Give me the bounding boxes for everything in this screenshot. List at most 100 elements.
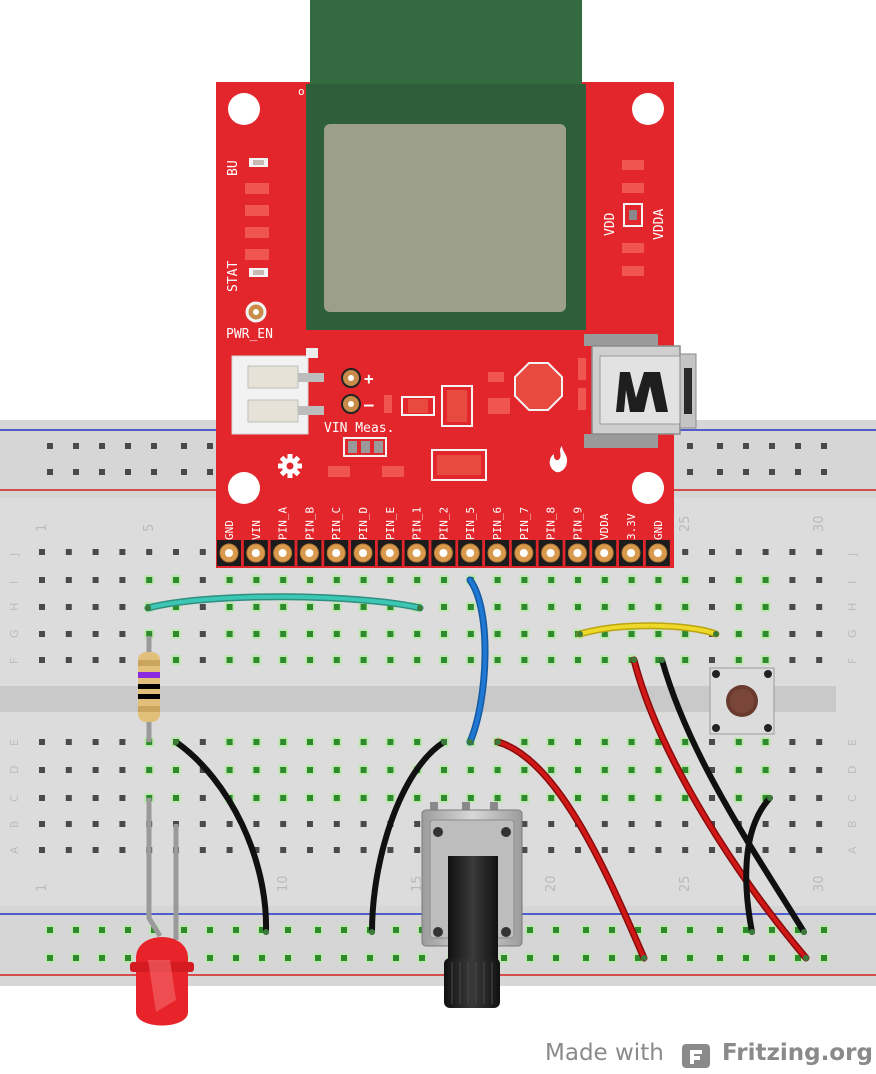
breadboard-hole[interactable]: [816, 767, 823, 773]
breadboard-hole[interactable]: [519, 793, 530, 803]
breadboard-hole[interactable]: [92, 549, 99, 555]
breadboard-hole[interactable]: [599, 655, 610, 665]
breadboard-hole[interactable]: [251, 629, 262, 639]
breadboard-hole[interactable]: [412, 575, 423, 585]
breadboard-hole[interactable]: [717, 469, 723, 475]
breadboard-hole[interactable]: [680, 655, 691, 665]
breadboard-hole[interactable]: [199, 604, 206, 610]
breadboard-hole[interactable]: [439, 575, 449, 585]
breadboard-hole[interactable]: [387, 847, 394, 853]
breadboard-hole[interactable]: [119, 795, 126, 801]
breadboard-hole[interactable]: [92, 604, 99, 610]
vin-meas-pads[interactable]: [341, 368, 361, 414]
breadboard-hole[interactable]: [626, 629, 637, 639]
breadboard-hole[interactable]: [45, 953, 55, 963]
breadboard-hole[interactable]: [119, 577, 126, 583]
breadboard-hole[interactable]: [199, 795, 206, 801]
breadboard-hole[interactable]: [715, 925, 725, 935]
breadboard-hole[interactable]: [733, 655, 744, 665]
breadboard-hole[interactable]: [492, 793, 503, 803]
breadboard-hole[interactable]: [607, 925, 617, 935]
breadboard-hole[interactable]: [465, 655, 476, 665]
breadboard-hole[interactable]: [769, 469, 775, 475]
breadboard-hole[interactable]: [709, 577, 715, 583]
breadboard-hole[interactable]: [762, 821, 769, 827]
breadboard-hole[interactable]: [601, 821, 608, 827]
breadboard-hole[interactable]: [767, 953, 777, 963]
breadboard-hole[interactable]: [92, 577, 99, 583]
breadboard-hole[interactable]: [305, 629, 315, 639]
breadboard-hole[interactable]: [71, 925, 81, 935]
breadboard-hole[interactable]: [65, 795, 72, 801]
breadboard-hole[interactable]: [333, 821, 340, 827]
breadboard-hole[interactable]: [492, 655, 503, 665]
breadboard-hole[interactable]: [278, 629, 289, 639]
header-pin[interactable]: PIN_2: [431, 507, 456, 566]
breadboard-hole[interactable]: [519, 737, 530, 747]
breadboard-hole[interactable]: [307, 847, 313, 853]
breadboard-hole[interactable]: [680, 602, 691, 612]
wire-black-2[interactable]: [369, 739, 447, 935]
breadboard-hole[interactable]: [521, 847, 528, 853]
breadboard-hole[interactable]: [573, 602, 583, 612]
breadboard-hole[interactable]: [181, 469, 187, 475]
breadboard-hole[interactable]: [680, 629, 691, 639]
breadboard-hole[interactable]: [171, 655, 181, 665]
breadboard-hole[interactable]: [305, 655, 315, 665]
breadboard-hole[interactable]: [655, 847, 662, 853]
breadboard-hole[interactable]: [65, 767, 72, 773]
breadboard-hole[interactable]: [465, 602, 476, 612]
breadboard-hole[interactable]: [709, 795, 715, 801]
breadboard-hole[interactable]: [628, 821, 635, 827]
breadboard-hole[interactable]: [65, 821, 72, 827]
breadboard-hole[interactable]: [207, 443, 213, 449]
breadboard-hole[interactable]: [682, 821, 689, 827]
breadboard-hole[interactable]: [331, 602, 342, 612]
potentiometer[interactable]: [421, 802, 523, 1008]
breadboard-hole[interactable]: [207, 469, 213, 475]
breadboard-hole[interactable]: [73, 443, 79, 449]
breadboard-hole[interactable]: [47, 469, 53, 475]
breadboard-hole[interactable]: [519, 602, 530, 612]
breadboard-hole[interactable]: [331, 575, 342, 585]
breadboard-hole[interactable]: [735, 847, 742, 853]
breadboard-hole[interactable]: [573, 655, 583, 665]
breadboard-hole[interactable]: [179, 925, 189, 935]
header-pin[interactable]: PIN_6: [485, 507, 509, 566]
breadboard-hole[interactable]: [599, 737, 610, 747]
breadboard-hole[interactable]: [331, 765, 342, 775]
header-pin[interactable]: PIN_C: [324, 507, 349, 566]
breadboard-hole[interactable]: [414, 821, 421, 827]
breadboard-hole[interactable]: [305, 602, 315, 612]
breadboard-hole[interactable]: [313, 925, 323, 935]
breadboard-hole[interactable]: [358, 793, 369, 803]
breadboard-hole[interactable]: [816, 577, 823, 583]
breadboard-hole[interactable]: [573, 793, 583, 803]
breadboard-hole[interactable]: [685, 953, 695, 963]
breadboard-hole[interactable]: [39, 821, 45, 827]
breadboard-hole[interactable]: [816, 631, 823, 637]
breadboard-hole[interactable]: [385, 575, 396, 585]
breadboard-hole[interactable]: [519, 765, 530, 775]
breadboard-hole[interactable]: [548, 847, 555, 853]
breadboard-hole[interactable]: [251, 737, 262, 747]
breadboard-hole[interactable]: [305, 575, 315, 585]
breadboard-hole[interactable]: [199, 631, 206, 637]
header-pin[interactable]: PIN_B: [297, 507, 322, 566]
breadboard-hole[interactable]: [385, 765, 396, 775]
breadboard-hole[interactable]: [65, 847, 72, 853]
breadboard-hole[interactable]: [39, 577, 45, 583]
breadboard-hole[interactable]: [45, 925, 55, 935]
breadboard-hole[interactable]: [789, 657, 796, 663]
breadboard-hole[interactable]: [760, 737, 771, 747]
breadboard-hole[interactable]: [92, 767, 99, 773]
breadboard-hole[interactable]: [358, 765, 369, 775]
breadboard-hole[interactable]: [717, 443, 723, 449]
breadboard-hole[interactable]: [575, 847, 581, 853]
breadboard-hole[interactable]: [224, 737, 235, 747]
breadboard-hole[interactable]: [439, 629, 449, 639]
breadboard-hole[interactable]: [581, 953, 591, 963]
breadboard-hole[interactable]: [760, 575, 771, 585]
breadboard-hole[interactable]: [92, 795, 99, 801]
breadboard-hole[interactable]: [151, 469, 157, 475]
